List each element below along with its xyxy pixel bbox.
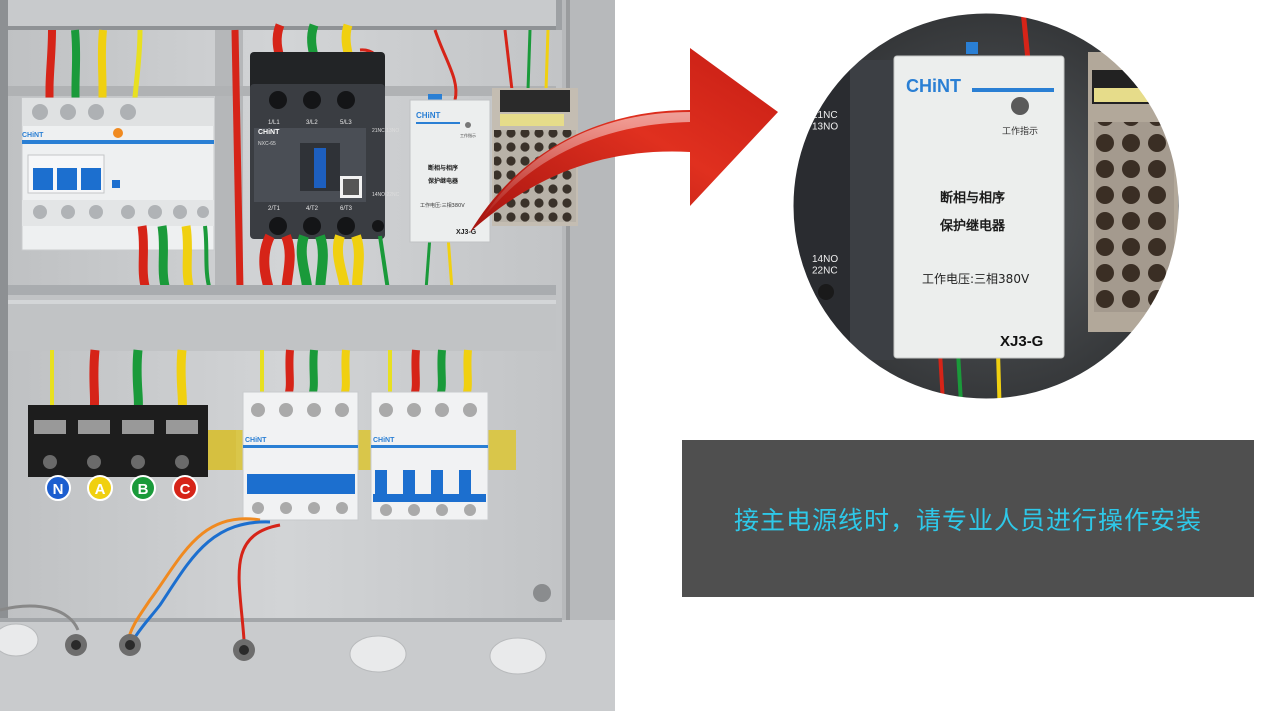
red-arrow-graphic xyxy=(470,48,778,232)
marker-c: C xyxy=(180,481,191,498)
marker-n: N xyxy=(53,481,64,498)
contactor-bottom-terminal-3: 6/T3 xyxy=(340,206,353,212)
phase-markers: N A B C xyxy=(45,475,198,501)
zoom-model-label: XJ3-G xyxy=(1000,333,1043,350)
mcb2-brand-label: CHiNT xyxy=(373,437,395,444)
contactor: 1/L1 3/L2 5/L3 CHiNT NXC-65 21NC 13NO 14… xyxy=(250,52,400,239)
mcb-breaker-1: CHiNT xyxy=(242,391,359,521)
relay-title-line1: 断相与相序 xyxy=(428,164,458,172)
contactor-bottom-terminal-2: 4/T2 xyxy=(306,206,319,212)
notice-text: 接主电源线时，请专业人员进行操作安装 xyxy=(733,505,1202,535)
contactor-top-terminal-2: 3/L2 xyxy=(306,120,318,126)
zoom-indicator-label: 工作指示 xyxy=(1002,125,1038,137)
cabinet-photo: CHiNT 1/L1 xyxy=(0,0,615,711)
marker-a: A xyxy=(95,481,106,498)
contactor-model-label: NXC-65 xyxy=(258,141,276,147)
mcb1-brand-label: CHiNT xyxy=(245,437,267,444)
terminal-block xyxy=(28,405,238,477)
phase-relay: CHiNT 工作指示 断相与相序 保护继电器 工作电压:三相380V XJ3-G xyxy=(409,94,491,243)
control-knobs xyxy=(65,584,551,661)
zoom-title-line1: 断相与相序 xyxy=(940,190,1005,206)
cable-duct xyxy=(8,285,556,351)
relay-brand-label: CHiNT xyxy=(416,111,441,120)
zoom-brand-label: CHiNT xyxy=(906,76,961,96)
contactor-aux-bottom: 14NO 22NC xyxy=(372,192,400,198)
contactor-brand-label: CHiNT xyxy=(258,129,280,136)
marker-b: B xyxy=(138,481,149,498)
mcb-breaker-2: CHiNT xyxy=(370,391,489,521)
contactor-top-terminal-1: 1/L1 xyxy=(268,120,280,126)
contactor-bottom-terminal-1: 2/T1 xyxy=(268,206,281,212)
relay-indicator-label: 工作指示 xyxy=(460,132,476,138)
notice-panel: 接主电源线时，请专业人员进行操作安装 xyxy=(682,440,1254,597)
relay-voltage-label: 工作电压:三相380V xyxy=(420,202,465,209)
rcd-breaker: CHiNT xyxy=(21,97,215,251)
contactor-top-terminal-3: 5/L3 xyxy=(340,120,352,126)
zoom-title-line2: 保护继电器 xyxy=(939,218,1006,234)
relay-title-line2: 保护继电器 xyxy=(427,177,459,185)
relay-model-label: XJ3-G xyxy=(456,229,477,236)
cable-glands xyxy=(0,623,547,675)
contactor-aux-top: 21NC 13NO xyxy=(372,128,399,134)
rcd-brand-label: CHiNT xyxy=(22,132,44,139)
zoom-voltage-label: 工作电压:三相380V xyxy=(922,272,1030,286)
